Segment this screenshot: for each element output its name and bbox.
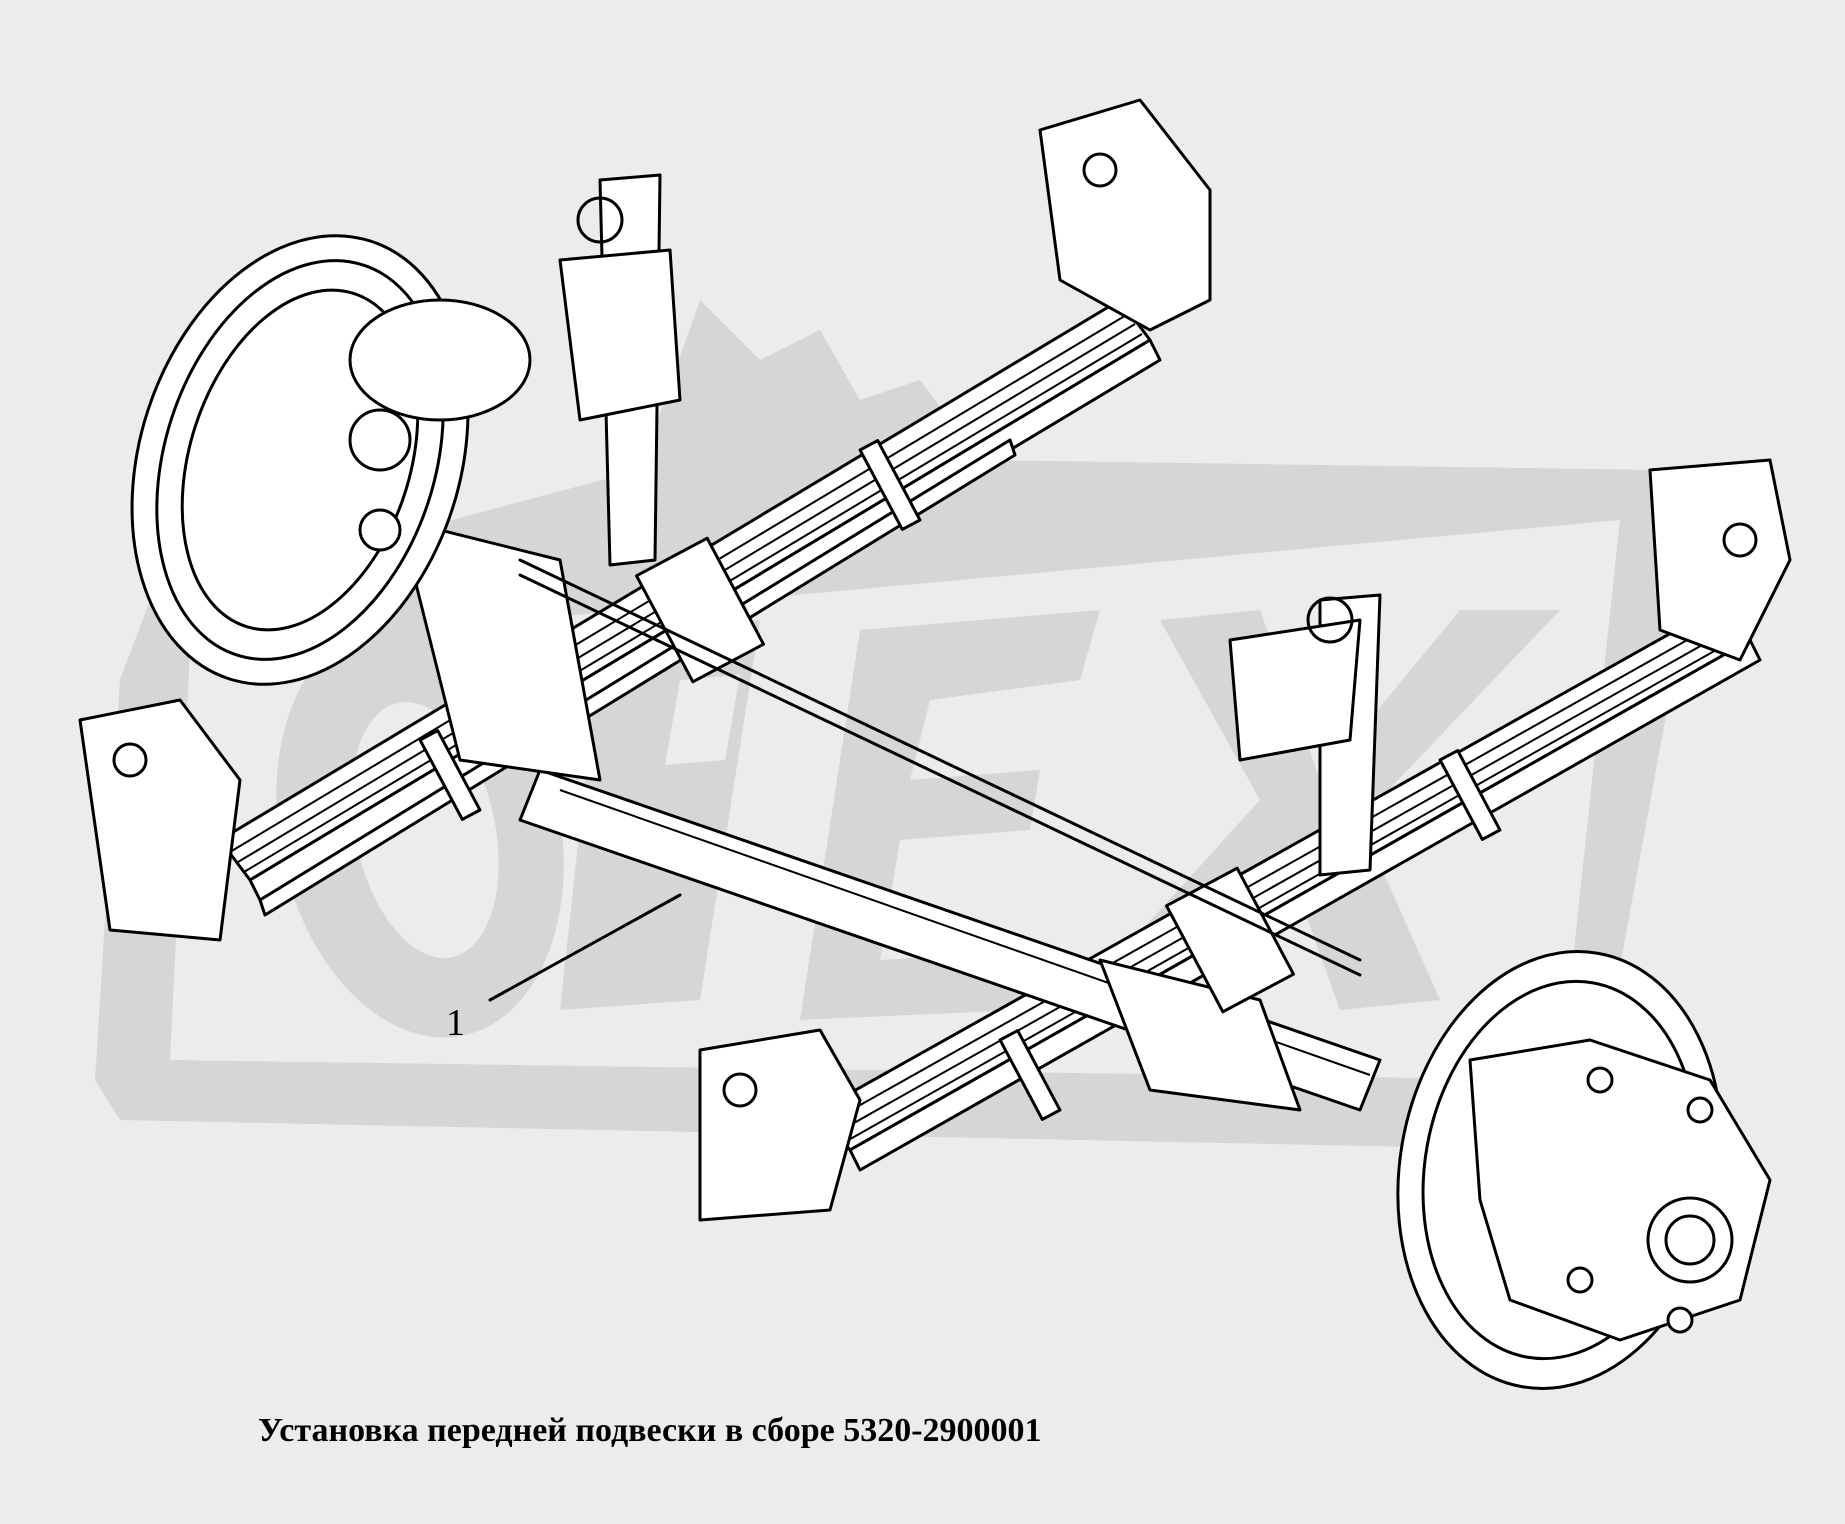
rear-right-bracket bbox=[1648, 458, 1792, 662]
spring-clamps bbox=[418, 439, 1502, 1121]
left-brake-drum bbox=[130, 234, 532, 686]
front-axle-beam bbox=[398, 518, 1382, 1112]
front-left-bracket bbox=[78, 698, 242, 942]
right-hub-drum bbox=[1396, 950, 1772, 1390]
rear-left-bracket bbox=[1038, 98, 1212, 332]
left-shock-absorber bbox=[558, 173, 682, 567]
drawing-caption: Установка передней подвески в сборе 5320… bbox=[258, 1412, 1042, 1449]
tie-rod bbox=[518, 558, 1362, 977]
front-right-bracket bbox=[698, 1028, 862, 1222]
callout-label-1: 1 bbox=[446, 1002, 465, 1044]
right-shock-absorber bbox=[1228, 593, 1382, 877]
callout-leader-line bbox=[488, 893, 682, 1002]
